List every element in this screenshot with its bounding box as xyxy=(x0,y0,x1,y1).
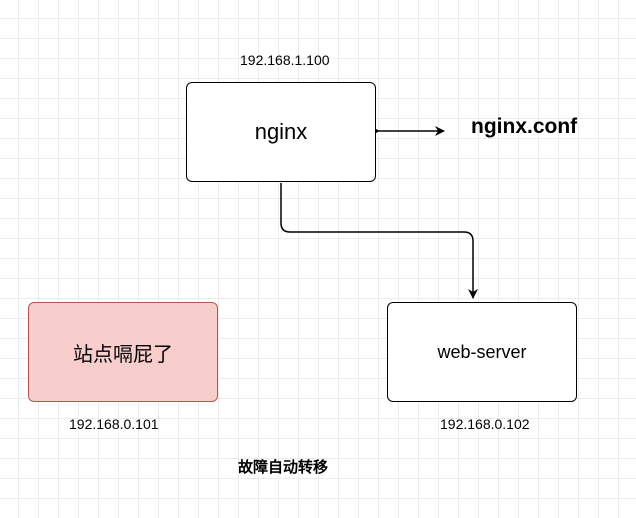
nginx-node[interactable]: nginx xyxy=(186,82,376,182)
failed-site-node[interactable]: 站点嗝屁了 xyxy=(28,302,218,402)
failover-caption: 故障自动转移 xyxy=(238,458,329,476)
web-server-ip-label: 192.168.0.102 xyxy=(440,416,530,432)
nginx-node-label: nginx xyxy=(254,119,308,144)
nginx-conf-label: nginx.conf xyxy=(471,115,578,138)
failed-site-ip-label: 192.168.0.101 xyxy=(69,416,159,432)
nginx-ip-label: 192.168.1.100 xyxy=(240,52,330,68)
nginx-to-webserver-arrow xyxy=(280,183,478,299)
web-server-node[interactable]: web-server xyxy=(387,302,577,402)
web-server-node-label: web-server xyxy=(437,341,527,362)
failed-site-node-label: 站点嗝屁了 xyxy=(73,341,173,366)
